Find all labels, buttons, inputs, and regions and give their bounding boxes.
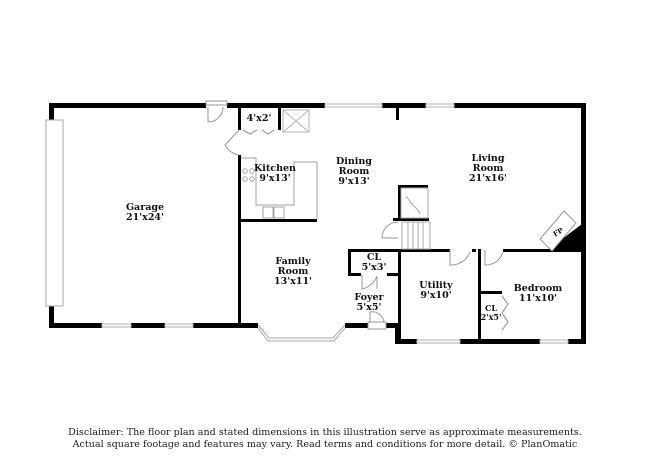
disclaimer-line-1: Disclaimer: The floor plan and stated di… <box>68 427 582 438</box>
room-label-foyer: Foyer 5'x5' <box>354 293 383 313</box>
room-label-closet-bedroom: CL 2'x5' <box>481 304 502 322</box>
room-dimensions: 21'x24' <box>126 212 164 223</box>
room-name-line2: Room <box>472 163 504 174</box>
room-name: CL <box>366 252 382 263</box>
room-name: Foyer <box>354 292 384 303</box>
bay-window <box>257 324 346 342</box>
room-name-line1: Family <box>275 256 311 267</box>
disclaimer: Disclaimer: The floor plan and stated di… <box>0 427 650 451</box>
room-name-line1: Living <box>471 153 505 164</box>
interior-walls <box>238 108 581 344</box>
room-label-living: Living Room 21'x16' <box>469 154 507 184</box>
room-label-garage: Garage 21'x24' <box>126 203 164 223</box>
room-name-line2: Room <box>338 166 370 177</box>
stairs <box>400 187 431 250</box>
garage-door <box>45 119 64 307</box>
room-dimensions: 9'x10' <box>420 290 452 301</box>
room-dimensions: 4'x2' <box>246 113 272 124</box>
room-name: CL <box>485 303 497 313</box>
room-label-dining: Dining Room 9'x13' <box>336 157 372 187</box>
bifold-doors <box>242 129 509 331</box>
kitchen-counters <box>241 157 318 219</box>
room-dimensions: 9'x13' <box>259 173 291 184</box>
room-label-closet-foyer: CL 5'x3' <box>362 253 387 273</box>
room-name: Kitchen <box>254 163 296 174</box>
room-label-bedroom: Bedroom 11'x10' <box>514 284 562 304</box>
room-dimensions: 2'x5' <box>480 312 502 322</box>
room-dimensions: 5'x3' <box>361 262 387 273</box>
door-swings <box>205 100 504 330</box>
room-label-utility: Utility 9'x10' <box>419 281 452 301</box>
room-name: Bedroom <box>513 283 563 294</box>
room-label-kitchen: Kitchen 9'x13' <box>254 164 296 184</box>
room-dimensions: 11'x10' <box>519 293 557 304</box>
room-dimensions: 21'x16' <box>469 173 507 184</box>
room-label-family: Family Room 13'x11' <box>274 257 312 287</box>
pantry <box>282 109 310 133</box>
room-dimensions: 9'x13' <box>338 176 370 187</box>
room-name: Utility <box>419 280 453 291</box>
windows <box>101 103 569 344</box>
disclaimer-line-2: Actual square footage and features may v… <box>72 439 578 450</box>
room-label-closet-top: 4'x2' <box>247 114 272 124</box>
room-dimensions: 13'x11' <box>274 276 312 287</box>
room-name-line2: Room <box>277 266 309 277</box>
room-name-line1: Dining <box>336 156 372 167</box>
room-dimensions: 5'x5' <box>356 302 382 313</box>
room-name: Garage <box>125 202 165 213</box>
